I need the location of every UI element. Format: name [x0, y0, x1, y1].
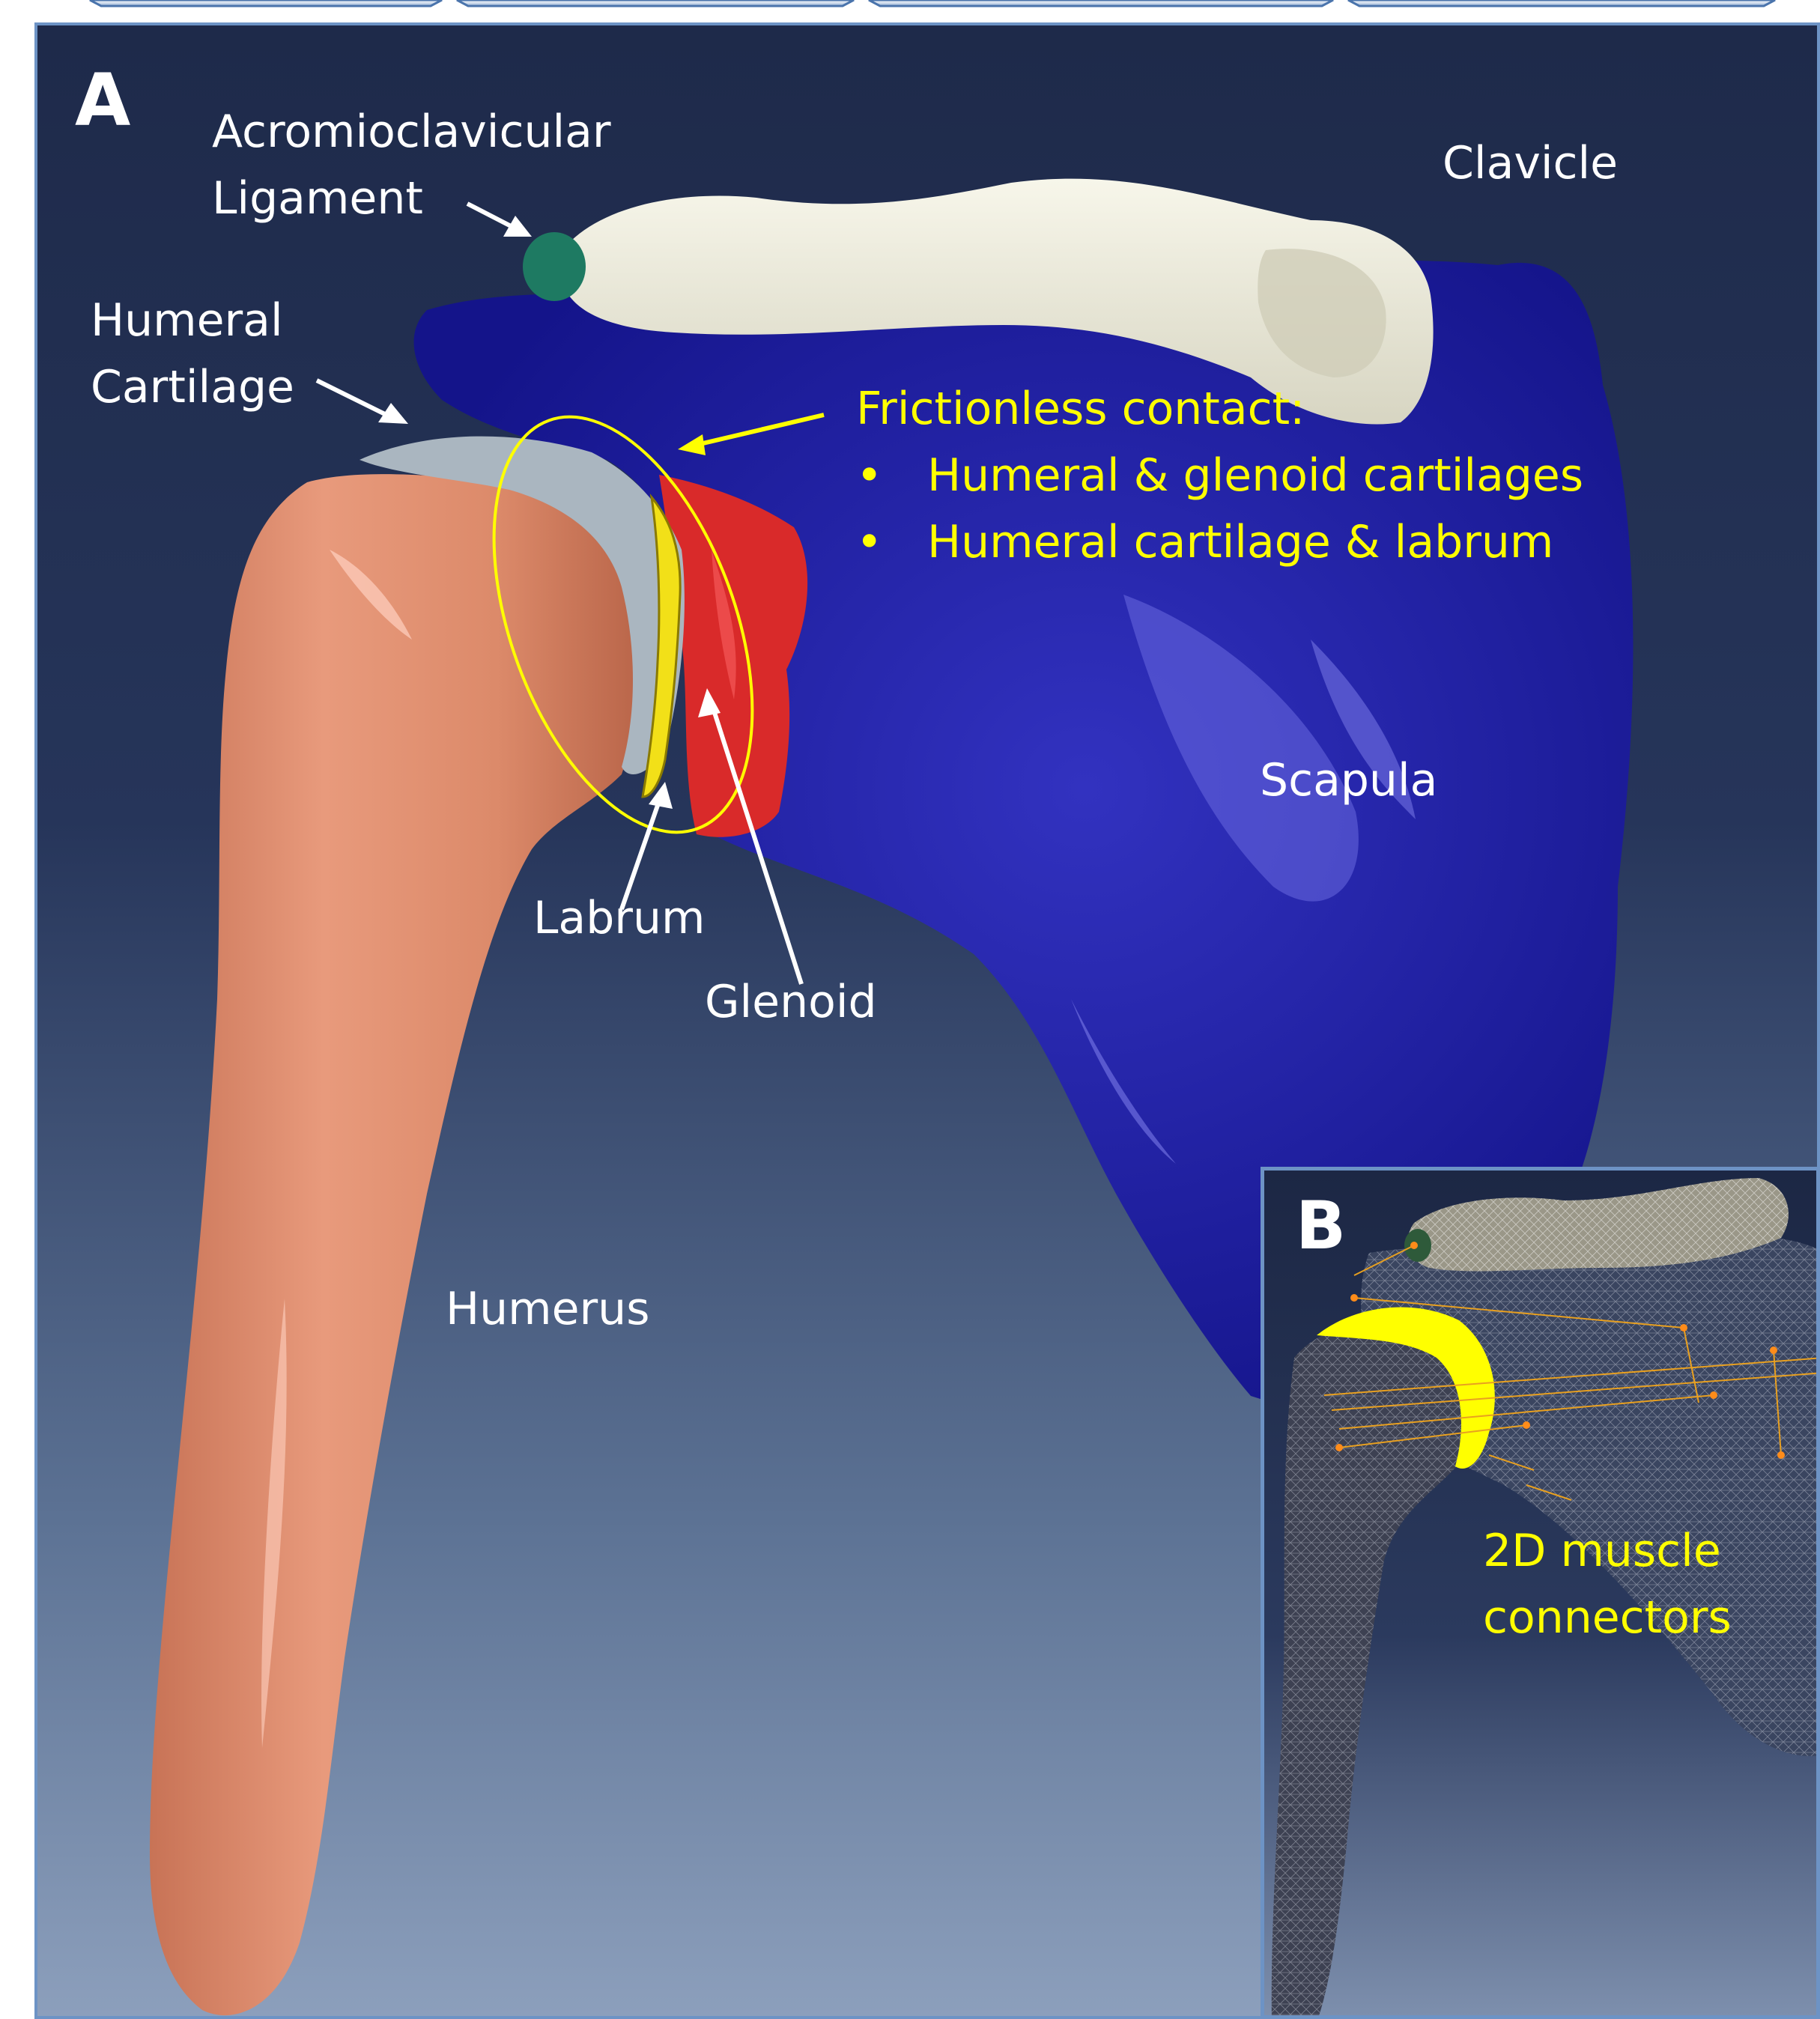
humeral-cartilage-label-line2: Cartilage	[91, 354, 294, 421]
contact-bullet-2-text: Humeral cartilage & labrum	[927, 516, 1553, 568]
humeral-cartilage-label: Humeral Cartilage	[91, 288, 294, 421]
contact-bullet-1: •Humeral & glenoid cartilages	[856, 443, 1583, 509]
acromioclavicular-label-line2: Ligament	[212, 166, 611, 232]
muscle-connectors-caption-line2: connectors	[1483, 1585, 1732, 1651]
clavicle-label: Clavicle	[1443, 130, 1618, 197]
bullet-dot: •	[856, 509, 927, 576]
humerus-shape	[150, 474, 645, 2015]
top-tab-strip	[0, 0, 1820, 25]
muscle-connectors-caption-line1: 2D muscle	[1483, 1518, 1732, 1585]
glenoid-label: Glenoid	[705, 969, 877, 1036]
panel-b-letter: B	[1296, 1193, 1346, 1259]
scapula-label: Scapula	[1260, 747, 1437, 814]
contact-bullet-1-text: Humeral & glenoid cartilages	[927, 449, 1583, 502]
humeral-cartilage-label-line1: Humeral	[91, 288, 294, 354]
frictionless-contact-title: Frictionless contact:	[856, 376, 1305, 443]
muscle-connectors-caption: 2D muscle connectors	[1483, 1518, 1732, 1651]
labrum-label: Labrum	[533, 885, 705, 952]
acromioclavicular-ligament-shape	[523, 232, 586, 301]
bullet-dot: •	[856, 443, 927, 509]
humerus-label: Humerus	[446, 1276, 649, 1343]
contact-bullet-2: •Humeral cartilage & labrum	[856, 509, 1553, 576]
acromioclavicular-label-line1: Acromioclavicular	[212, 99, 611, 166]
panel-b: B 2D muscle connectors	[1261, 1167, 1820, 2019]
acromioclavicular-ligament-label: Acromioclavicular Ligament	[212, 99, 611, 232]
panel-a-letter: A	[75, 64, 130, 136]
